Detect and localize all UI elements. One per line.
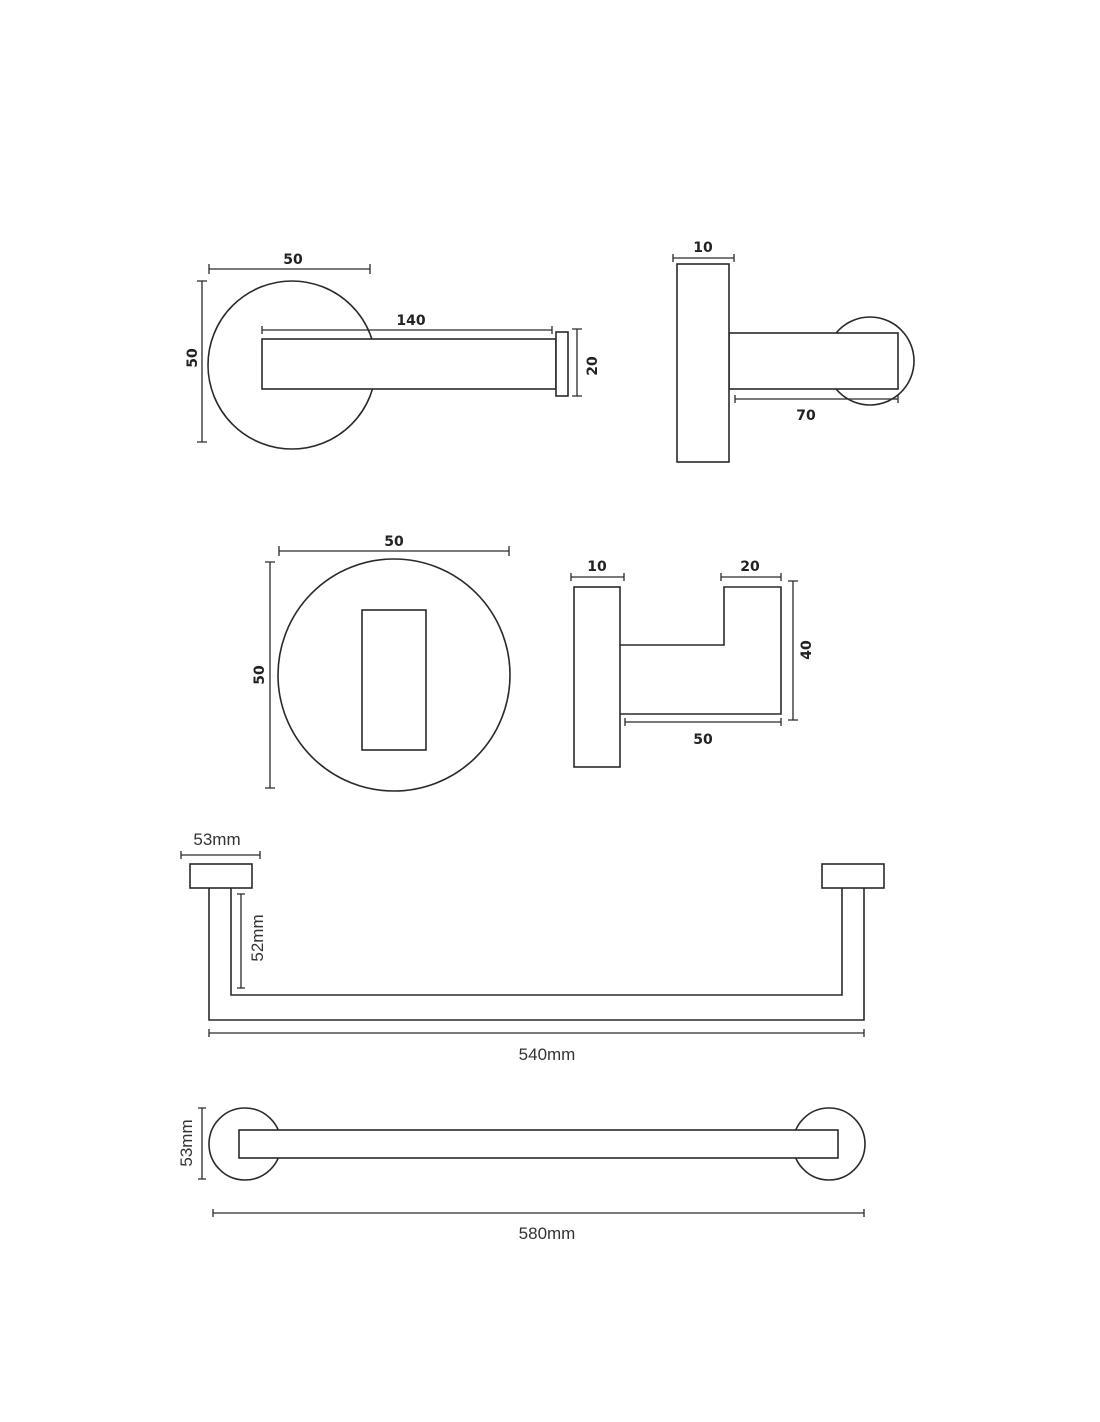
hook-face xyxy=(361,609,427,751)
dim-bracket-label: 53mm xyxy=(193,830,240,849)
rail-inner xyxy=(230,888,843,996)
dim-height-label: 53mm xyxy=(177,1119,196,1166)
backplate-circle xyxy=(277,558,511,792)
left-bracket xyxy=(189,863,253,889)
backplate xyxy=(573,586,621,768)
hook-profile xyxy=(620,586,782,715)
dim-length xyxy=(208,1029,865,1037)
dim-length-label: 580mm xyxy=(519,1224,576,1243)
toilet-roll-holder-front: 50 50 140 20 xyxy=(185,252,601,450)
dim-width xyxy=(278,546,510,556)
dim-plate xyxy=(570,573,625,581)
dim-cap xyxy=(572,328,582,397)
dim-projection xyxy=(237,893,245,989)
dim-plate xyxy=(672,254,735,262)
dim-arm xyxy=(261,326,553,334)
dim-projection-label: 52mm xyxy=(248,914,267,961)
dim-height-label: 40 xyxy=(799,640,815,660)
dim-tip xyxy=(720,573,782,581)
towel-rail-front: 53mm 580mm xyxy=(177,1107,866,1243)
right-bracket xyxy=(821,863,885,889)
dim-plate-label: 10 xyxy=(693,240,713,256)
end-cap xyxy=(555,331,569,397)
arm xyxy=(728,332,899,390)
dim-height-label: 50 xyxy=(185,348,201,368)
dim-projection xyxy=(734,395,899,403)
arm xyxy=(261,338,557,390)
towel-rail-top: 53mm 52mm 540mm xyxy=(180,830,885,1064)
dim-height xyxy=(788,580,798,721)
rail-outer xyxy=(208,888,865,1021)
backplate xyxy=(676,263,730,463)
dim-length xyxy=(212,1209,865,1217)
dim-height xyxy=(265,561,275,789)
dim-projection xyxy=(624,718,782,726)
dim-plate-label: 10 xyxy=(587,559,607,575)
dim-width-label: 50 xyxy=(384,534,404,550)
dim-bracket xyxy=(180,851,261,859)
robe-hook-side: 10 20 40 50 xyxy=(570,559,815,768)
dim-height xyxy=(198,1107,206,1180)
dim-cap-label: 20 xyxy=(585,356,601,376)
robe-hook-front: 50 50 xyxy=(252,534,511,792)
dim-height xyxy=(197,280,207,443)
dim-height-label: 50 xyxy=(252,665,268,685)
toilet-roll-holder-side: 10 70 xyxy=(672,240,915,463)
dim-projection-label: 70 xyxy=(796,408,816,424)
dim-width-label: 50 xyxy=(283,252,303,268)
dim-tip-label: 20 xyxy=(740,559,760,575)
dim-arm-label: 140 xyxy=(396,313,425,329)
dim-width xyxy=(208,264,371,274)
rail-bar xyxy=(238,1129,839,1159)
dim-projection-label: 50 xyxy=(693,732,713,748)
dim-length-label: 540mm xyxy=(519,1045,576,1064)
